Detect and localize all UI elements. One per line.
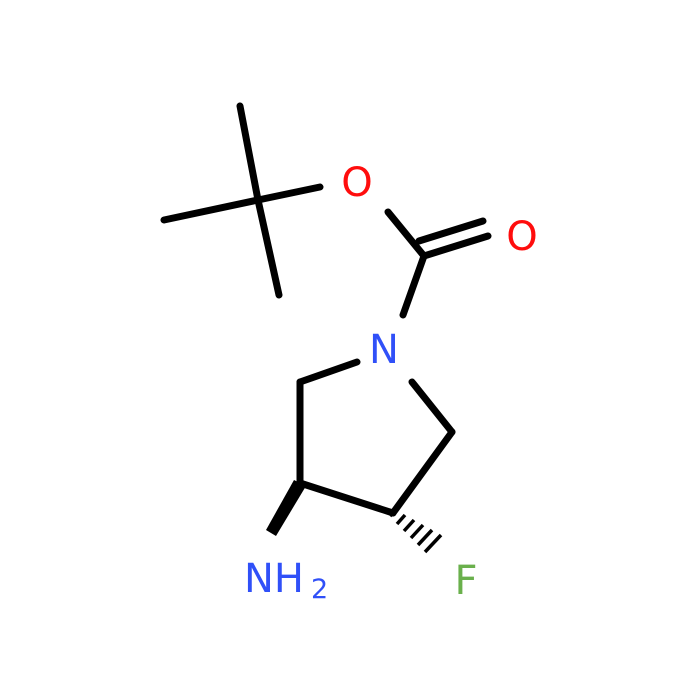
bond-oxygen-carbonyl [384, 208, 428, 260]
bond-ring-c3-c4 [296, 479, 397, 517]
bond-tbu-top [236, 102, 262, 204]
bond-tbu-bottom [254, 196, 283, 299]
bond-ring-c5-n [408, 378, 456, 436]
bond-tbu-oxygen [254, 183, 324, 204]
bond-ring-n-c2 [296, 358, 361, 386]
wedge-bond-amine [266, 480, 306, 536]
bond-carbonyl-double-a [420, 232, 492, 260]
hashed-bond-fluorine [388, 508, 443, 554]
carbonyl-oxygen-label: O [506, 214, 537, 260]
amine-subscript: 2 [311, 574, 328, 605]
bond-tbu-left [160, 196, 262, 224]
ester-oxygen-label: O [341, 160, 372, 206]
bond-ring-c4-c5 [389, 428, 456, 517]
bond-carbonyl-double-b [415, 217, 487, 245]
amine-label: NH [244, 556, 304, 602]
bond-carbonyl-nitrogen [399, 252, 428, 319]
nitrogen-label: N [369, 327, 399, 373]
fluorine-label: F [454, 558, 477, 604]
